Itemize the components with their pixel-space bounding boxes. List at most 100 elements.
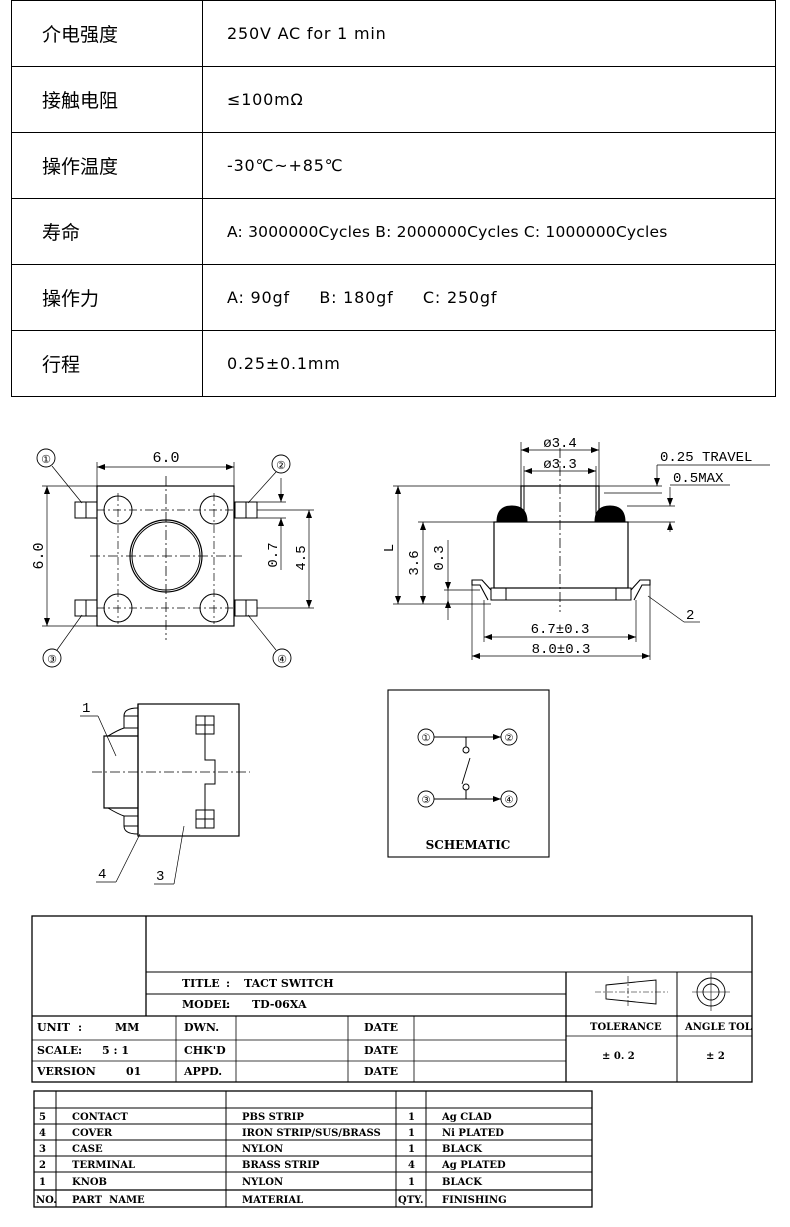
dim-d34: ø3.4	[543, 436, 577, 452]
scale-colon: :	[78, 1044, 82, 1057]
dim-L: L	[382, 544, 398, 552]
bom-material: PBS STRIP	[242, 1112, 304, 1123]
unit-label: UNIT	[37, 1021, 71, 1034]
dim-8-0: 8.0±0.3	[532, 642, 591, 658]
date-label: DATE	[364, 1021, 398, 1034]
bom-qty: 1	[408, 1177, 415, 1188]
spec-row: 行程 0.25±0.1mm	[11, 330, 776, 397]
chkd-label: CHK'D	[184, 1044, 226, 1057]
date-label: DATE	[364, 1044, 398, 1057]
pin-2-label: ②	[276, 460, 286, 473]
bom-qty: 4	[408, 1160, 415, 1171]
pin-callout	[272, 648, 292, 668]
sch-pin-1: ①	[422, 733, 431, 745]
callout-terminal: 2	[686, 608, 694, 624]
bom-header-material: MATERIAL	[242, 1195, 303, 1206]
projection-symbol	[595, 973, 730, 1011]
model-label: MODEL	[182, 998, 230, 1011]
dim-0-3: 0.3	[432, 545, 448, 570]
bom-finish: Ag CLAD	[441, 1112, 492, 1123]
bom-part: COVER	[72, 1128, 113, 1139]
terminal-leg	[630, 579, 651, 601]
bom-no: 5	[39, 1112, 46, 1123]
spec-value: ≤100mΩ	[202, 66, 776, 133]
bom-part: KNOB	[72, 1177, 107, 1188]
callout-knob: 1	[82, 701, 90, 717]
dim-4-5: 4.5	[294, 545, 310, 570]
spec-label: 介电强度	[11, 0, 203, 67]
title-value: TACT SWITCH	[244, 977, 334, 990]
tolerance-label: TOLERANCE	[590, 1022, 662, 1033]
bom-header-qty: QTY.	[398, 1195, 423, 1206]
spec-label: 行程	[11, 330, 203, 397]
callout-case: 3	[156, 869, 164, 885]
pin-3-label: ③	[47, 654, 57, 667]
bom-qty: 1	[408, 1112, 415, 1123]
model-value: TD-06XA	[252, 998, 307, 1011]
bom-material: NYLON	[242, 1144, 283, 1155]
dim-3-6: 3.6	[407, 550, 423, 575]
sch-pin-4: ④	[505, 795, 514, 807]
dim-0-7: 0.7	[266, 542, 282, 567]
terminal-leg	[471, 579, 492, 601]
bom-header-no: NO.	[36, 1195, 57, 1206]
spec-value: 0.25±0.1mm	[202, 330, 776, 397]
dwn-label: DWN.	[184, 1021, 219, 1034]
model-colon: :	[226, 998, 230, 1011]
pin-4-label: ④	[277, 654, 287, 667]
spec-table: 介电强度 250V AC for 1 min 接触电阻 ≤100mΩ 操作温度 …	[11, 0, 776, 397]
bom-grid	[33, 1090, 593, 1208]
spec-row: 操作力 A: 90gf B: 180gf C: 250gf	[11, 264, 776, 331]
spec-label: 操作力	[11, 264, 203, 331]
bom-part: CONTACT	[72, 1112, 128, 1123]
appd-label: APPD.	[183, 1065, 222, 1078]
scale-label: SCALE	[37, 1044, 78, 1057]
bom-header-part: PART NAME	[72, 1195, 145, 1206]
bom-no: 2	[39, 1160, 46, 1171]
bom-qty: 1	[408, 1128, 415, 1139]
bom-no: 3	[39, 1144, 46, 1155]
sch-pin-3: ③	[422, 795, 431, 807]
bom-qty: 1	[408, 1144, 415, 1155]
schematic-label: SCHEMATIC	[426, 838, 511, 852]
dim-height: 6.0	[31, 542, 48, 569]
pin-callout	[271, 454, 291, 474]
pin-callout	[36, 448, 56, 468]
bom-finish: Ni PLATED	[442, 1128, 504, 1139]
spec-row: 介电强度 250V AC for 1 min	[11, 0, 776, 67]
spec-label: 寿命	[11, 198, 203, 265]
end-housing	[137, 703, 240, 837]
spec-row: 操作温度 -30℃~+85℃	[11, 132, 776, 199]
end-knob	[103, 735, 138, 809]
bom-no: 1	[39, 1177, 46, 1188]
unit-colon: :	[78, 1021, 82, 1034]
end-view	[80, 703, 250, 885]
version-label: VERSION	[36, 1065, 96, 1078]
pin-callout	[42, 648, 62, 668]
side-view	[393, 442, 770, 660]
title-colon: :	[226, 977, 230, 990]
dim-d33: ø3.3	[543, 457, 577, 473]
tolerance-value: ± 0. 2	[602, 1051, 635, 1062]
scale-value: 5 : 1	[102, 1044, 129, 1057]
dim-width: 6.0	[152, 450, 179, 467]
bom-part: TERMINAL	[72, 1160, 135, 1171]
unit-value: MM	[115, 1021, 139, 1034]
switch-lever	[461, 757, 471, 785]
dim-max: 0.5MAX	[673, 471, 724, 487]
bom-material: NYLON	[242, 1177, 283, 1188]
spec-value: -30℃~+85℃	[202, 132, 776, 199]
spec-row: 寿命 A: 3000000Cycles B: 2000000Cycles C: …	[11, 198, 776, 265]
title-label: TITLE	[182, 977, 220, 990]
angle-tol-label: ANGLE TOL	[684, 1022, 752, 1033]
schematic-box	[387, 689, 550, 858]
switch-housing	[493, 521, 629, 589]
sch-pin-2: ②	[505, 733, 514, 745]
cover-dome	[496, 505, 528, 523]
spec-value: A: 90gf B: 180gf C: 250gf	[202, 264, 776, 331]
cover-dome	[594, 505, 626, 523]
dim-travel: 0.25 TRAVEL	[660, 450, 752, 466]
pin-1-label: ①	[41, 454, 51, 467]
spec-value: 250V AC for 1 min	[202, 0, 776, 67]
